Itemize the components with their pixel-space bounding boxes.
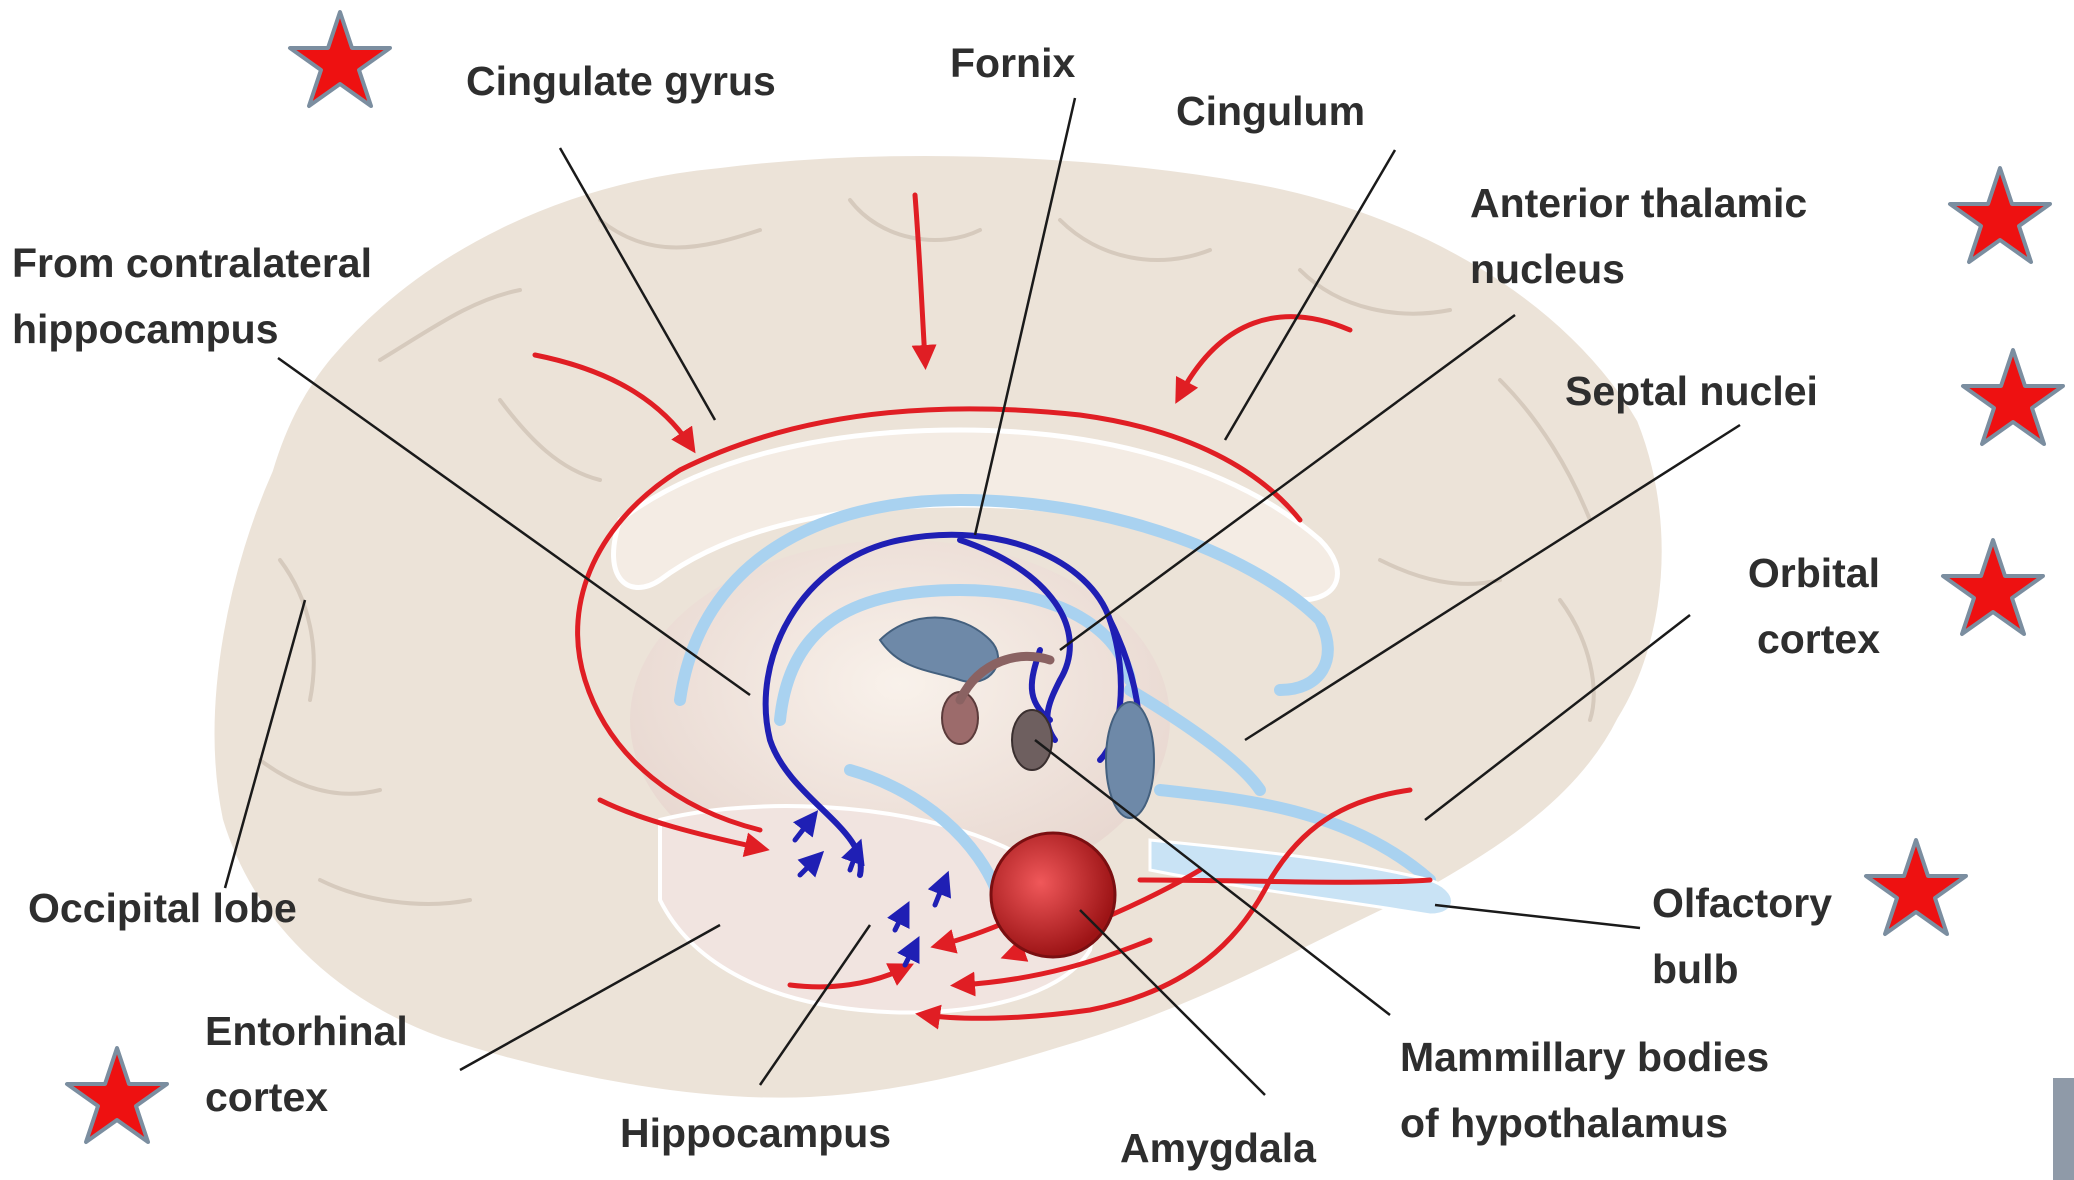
amygdala-body bbox=[991, 833, 1115, 957]
star-icon bbox=[67, 1048, 167, 1142]
star-icon bbox=[1963, 350, 2063, 444]
label-amygdala: Amygdala bbox=[1120, 1115, 1316, 1180]
star-icon bbox=[1950, 168, 2050, 262]
label-cingulate-gyrus: Cingulate gyrus bbox=[466, 48, 776, 114]
label-hippocampus: Hippocampus bbox=[620, 1100, 891, 1166]
label-occipital-lobe: Occipital lobe bbox=[28, 875, 297, 941]
label-cingulum: Cingulum bbox=[1176, 78, 1365, 144]
edge-tab bbox=[2053, 1078, 2074, 1180]
label-fornix: Fornix bbox=[950, 30, 1075, 96]
mammillary-body-right bbox=[1012, 710, 1052, 770]
label-mammillary-bodies: Mammillary bodies of hypothalamus bbox=[1400, 1024, 1769, 1156]
label-olfactory-bulb: Olfactory bulb bbox=[1652, 870, 1832, 1002]
label-contralateral-hippocampus: From contralateral hippocampus bbox=[12, 230, 372, 362]
label-entorhinal-cortex: Entorhinal cortex bbox=[205, 998, 408, 1130]
label-orbital-cortex: Orbital cortex bbox=[1690, 540, 1880, 672]
label-septal-nuclei: Septal nuclei bbox=[1565, 358, 1818, 424]
star-icon bbox=[1866, 840, 1966, 934]
star-icon bbox=[1943, 540, 2043, 634]
label-anterior-thalamic-nucleus: Anterior thalamic nucleus bbox=[1470, 170, 1807, 302]
star-icon bbox=[290, 12, 390, 106]
